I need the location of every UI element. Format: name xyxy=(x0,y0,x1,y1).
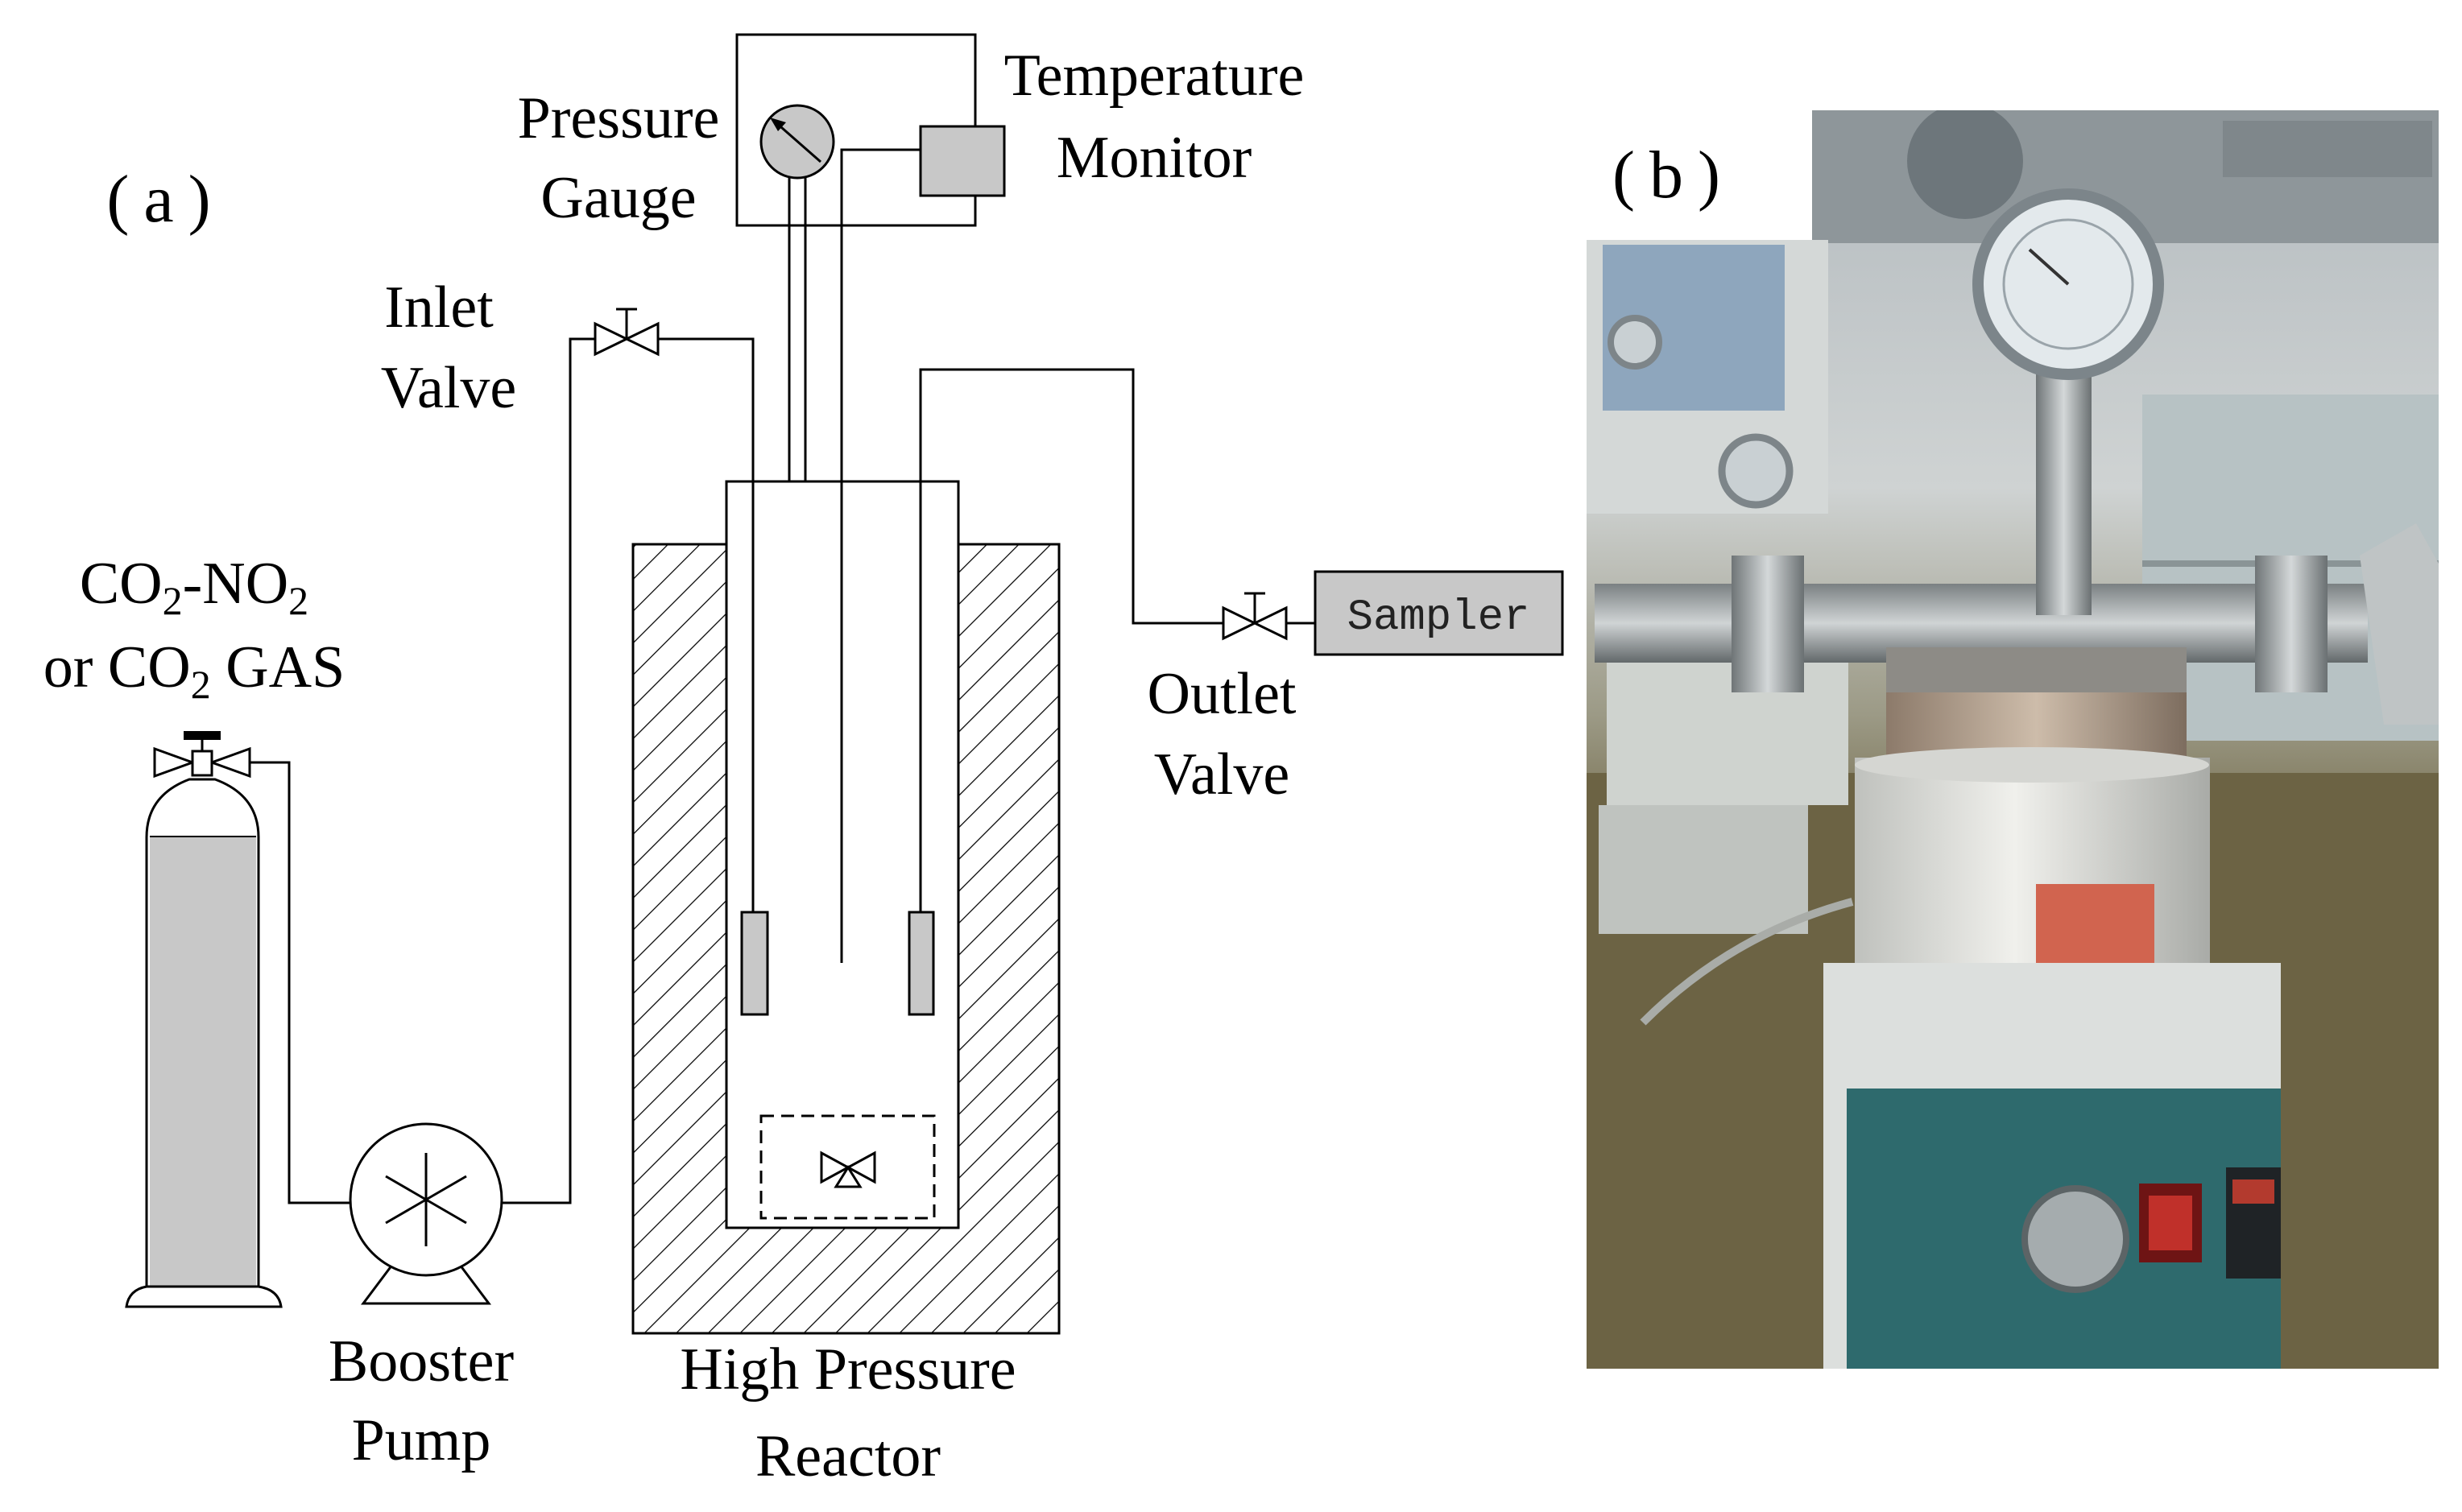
photo-fitting-right xyxy=(2255,556,2328,692)
inlet-valve-label-line2: Valve xyxy=(381,355,517,421)
magnetic-stirrer-zone xyxy=(759,1114,936,1220)
photo-bg-gauge-2 xyxy=(1718,433,1794,509)
photo-temp-display-digits xyxy=(2232,1179,2274,1204)
photo-fitting-left xyxy=(1732,556,1804,692)
photo-bg-reactor xyxy=(1607,660,1848,805)
thermocouple-wire xyxy=(840,148,921,963)
stirrer-icon xyxy=(820,1151,876,1188)
photo-control-knob xyxy=(2021,1185,2129,1293)
booster-pump-label-line2: Pump xyxy=(352,1407,491,1473)
photo-ceiling-vent xyxy=(2223,121,2432,177)
pressure-gauge-label-line1: Pressure xyxy=(518,85,720,151)
photo-ceiling-fan xyxy=(1907,110,2023,219)
outlet-valve-icon xyxy=(1222,592,1288,641)
gas-label-line1: CO2-NO2 xyxy=(80,551,308,623)
outlet-valve-label-line2: Valve xyxy=(1154,742,1290,808)
gas-cylinder-icon xyxy=(125,778,283,1308)
pump-to-inlet-pipe xyxy=(502,337,595,1204)
panel-a-label: (a) xyxy=(106,162,225,237)
cylinder-valve-icon xyxy=(153,731,251,779)
photo-reactor-body-rim xyxy=(1855,747,2209,783)
inlet-valve-label-line1: Inlet xyxy=(384,275,494,341)
booster-pump-label-line1: Booster xyxy=(329,1328,514,1394)
gas-label-line2: or CO2 GAS xyxy=(43,634,346,707)
photo-reactor-top xyxy=(1886,647,2187,696)
panel-b-label: (b) xyxy=(1612,138,1735,213)
sampler-box xyxy=(1314,570,1564,656)
reactor-label-line1: High Pressure xyxy=(680,1336,1016,1403)
photo-reactor-warning-label xyxy=(2036,884,2154,963)
pressure-gauge-label-line2: Gauge xyxy=(540,165,696,231)
photo-gauge-needle xyxy=(2028,248,2070,286)
photo-cable xyxy=(1640,898,1854,1026)
temperature-monitor-label-line2: Monitor xyxy=(1057,125,1252,191)
inlet-probe xyxy=(740,911,769,1016)
photo-gauge-stem xyxy=(2036,374,2092,615)
reactor-label-line2: Reactor xyxy=(755,1423,941,1489)
lab-photo xyxy=(1587,110,2439,1369)
cylinder-to-pump-pipe xyxy=(250,761,350,1204)
photo-gauge-face xyxy=(2002,218,2134,350)
photo-right-tube xyxy=(2360,523,2439,725)
photo-bg-reactor-base xyxy=(1599,805,1808,934)
booster-pump-icon xyxy=(349,1122,503,1305)
outlet-valve-label-line1: Outlet xyxy=(1148,661,1297,727)
outlet-pipe xyxy=(919,368,1223,912)
inlet-valve-icon xyxy=(594,308,660,357)
inlet-pipe-to-reactor xyxy=(658,337,755,912)
sampler-label: Sampler xyxy=(1347,593,1530,642)
photo-red-display-digits xyxy=(2149,1196,2192,1250)
temperature-monitor-label-line1: Temperature xyxy=(1004,43,1305,109)
pressure-gauge-icon xyxy=(759,104,835,180)
outlet-probe xyxy=(908,911,935,1016)
temperature-monitor-box xyxy=(919,125,1006,197)
photo-bg-gauge-1 xyxy=(1608,315,1662,370)
